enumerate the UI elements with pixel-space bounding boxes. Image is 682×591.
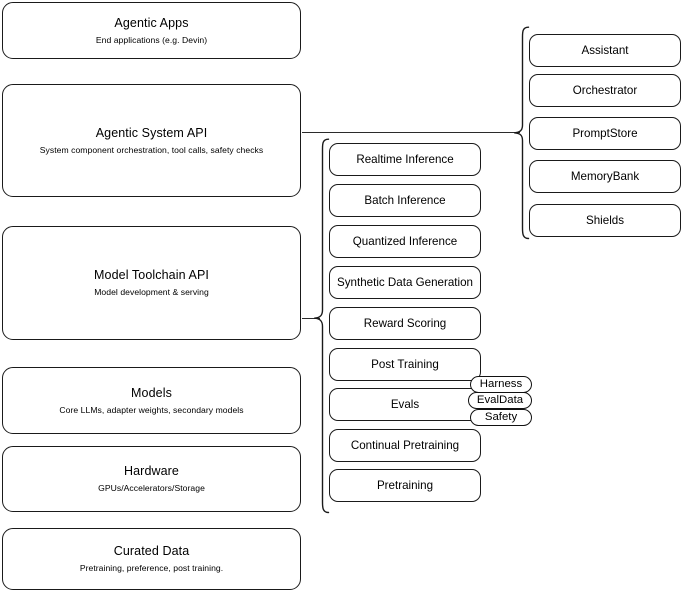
component-reward-scoring[interactable]: Reward Scoring: [329, 307, 481, 340]
layer-subtitle: End applications (e.g. Devin): [95, 34, 208, 45]
connector-agentic-system-api: [302, 132, 520, 133]
component-label: Orchestrator: [572, 83, 638, 97]
component-continual-pretraining[interactable]: Continual Pretraining: [329, 429, 481, 462]
layer-title: Models: [131, 385, 172, 400]
component-synthetic-data-generation[interactable]: Synthetic Data Generation: [329, 266, 481, 299]
component-label: MemoryBank: [570, 169, 640, 183]
component-batch-inference[interactable]: Batch Inference: [329, 184, 481, 217]
component-label: Synthetic Data Generation: [337, 275, 473, 289]
component-label: Realtime Inference: [356, 152, 454, 166]
layer-subtitle: Core LLMs, adapter weights, secondary mo…: [59, 404, 244, 415]
component-label: Assistant: [581, 43, 629, 57]
component-memorybank[interactable]: MemoryBank: [529, 160, 681, 193]
component-quantized-inference[interactable]: Quantized Inference: [329, 225, 481, 258]
component-label: PromptStore: [572, 126, 638, 140]
component-label: Pretraining: [376, 478, 434, 492]
eval-subcomponent-label: Harness: [479, 378, 523, 390]
component-label: Batch Inference: [364, 193, 446, 207]
layer-models[interactable]: Models Core LLMs, adapter weights, secon…: [2, 367, 301, 434]
agentic-brace: [513, 26, 530, 240]
layer-subtitle: GPUs/Accelerators/Storage: [98, 483, 205, 493]
layer-title: Model Toolchain API: [94, 268, 209, 282]
layer-title: Hardware: [124, 464, 179, 478]
layer-title: Agentic System API: [95, 125, 208, 140]
component-label: Quantized Inference: [352, 234, 458, 248]
layer-hardware[interactable]: Hardware GPUs/Accelerators/Storage: [2, 446, 301, 512]
layer-subtitle: Pretraining, preference, post training.: [79, 563, 224, 573]
component-promptstore[interactable]: PromptStore: [529, 117, 681, 150]
layer-subtitle: System component orchestration, tool cal…: [39, 144, 264, 155]
component-label: Evals: [390, 397, 420, 411]
eval-subcomponent-safety[interactable]: Safety: [470, 409, 532, 426]
connector-model-toolchain-api: [302, 318, 320, 319]
layer-curated-data[interactable]: Curated Data Pretraining, preference, po…: [2, 528, 301, 590]
toolchain-brace: [313, 138, 330, 514]
layer-model-toolchain-api[interactable]: Model Toolchain API Model development & …: [2, 226, 301, 340]
component-pretraining[interactable]: Pretraining: [329, 469, 481, 502]
component-realtime-inference[interactable]: Realtime Inference: [329, 143, 481, 176]
component-evals[interactable]: Evals: [329, 388, 481, 421]
component-label: Shields: [585, 213, 625, 227]
eval-subcomponent-label: EvalData: [476, 394, 524, 406]
layer-title: Curated Data: [113, 544, 190, 558]
layer-agentic-system-api[interactable]: Agentic System API System component orch…: [2, 84, 301, 197]
eval-subcomponent-label: Safety: [484, 411, 518, 423]
component-label: Continual Pretraining: [350, 438, 460, 452]
layer-subtitle: Model development & serving: [94, 287, 209, 297]
layer-title: Agentic Apps: [114, 15, 189, 30]
eval-subcomponent-harness[interactable]: Harness: [470, 376, 532, 393]
component-label: Reward Scoring: [363, 316, 447, 330]
component-orchestrator[interactable]: Orchestrator: [529, 74, 681, 107]
component-assistant[interactable]: Assistant: [529, 34, 681, 67]
layer-agentic-apps[interactable]: Agentic Apps End applications (e.g. Devi…: [2, 2, 301, 59]
component-shields[interactable]: Shields: [529, 204, 681, 237]
component-label: Post Training: [371, 357, 439, 371]
eval-subcomponent-evaldata[interactable]: EvalData: [468, 392, 532, 409]
component-post-training[interactable]: Post Training: [329, 348, 481, 381]
